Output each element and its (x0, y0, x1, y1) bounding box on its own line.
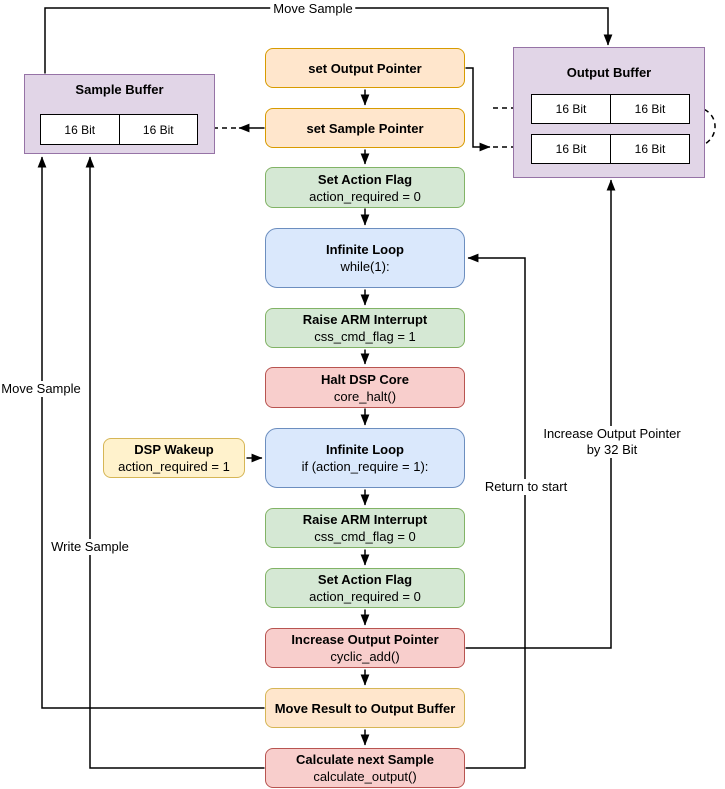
label-increase-pointer-line2: by 32 Bit (586, 442, 638, 457)
node-move-result: Move Result to Output Buffer (265, 688, 465, 728)
node-subtitle: cyclic_add() (330, 649, 400, 664)
sample-buffer-cell-2: 16 Bit (118, 115, 198, 144)
node-set-sample-pointer: set Sample Pointer (265, 108, 465, 148)
node-set-output-pointer: set Output Pointer (265, 48, 465, 88)
node-subtitle: css_cmd_flag = 0 (314, 529, 416, 544)
output-buffer-title: Output Buffer (566, 65, 652, 80)
connector-output-pointer-elbow (465, 67, 491, 152)
node-infinite-loop-while: Infinite Loop while(1): (265, 228, 465, 288)
node-raise-arm-interrupt-2: Raise ARM Interrupt css_cmd_flag = 0 (265, 508, 465, 548)
node-title: Set Action Flag (317, 171, 413, 187)
connector-move-sample-left (37, 156, 265, 709)
output-buffer-cell-1-1: 16 Bit (555, 102, 587, 116)
node-title: Infinite Loop (326, 242, 404, 257)
node-subtitle: while(1): (340, 259, 390, 274)
node-title: Halt DSP Core (321, 371, 409, 387)
label-increase-pointer-line1: Increase Output Pointer (543, 426, 681, 441)
node-title: Set Action Flag (317, 572, 413, 587)
node-subtitle: css_cmd_flag = 1 (314, 329, 416, 344)
node-subtitle: if (action_require = 1): (301, 459, 429, 474)
node-title: Increase Output Pointer (291, 632, 439, 647)
node-subtitle: action_required = 0 (309, 589, 421, 604)
node-title: Infinite Loop (326, 442, 404, 457)
label-return-to-start: Return to start (481, 479, 571, 495)
connector-increase-pointer (465, 179, 616, 649)
node-dsp-wakeup: DSP Wakeup action_required = 1 (103, 438, 245, 478)
node-set-action-flag-2: Set Action Flag action_required = 0 (265, 568, 465, 608)
node-title: set Sample Pointer (306, 120, 424, 136)
node-title: set Output Pointer (308, 60, 422, 76)
node-calculate-next-sample: Calculate next Sample calculate_output() (265, 748, 465, 788)
connector-return-to-start (465, 253, 526, 769)
node-title: Raise ARM Interrupt (302, 512, 428, 527)
label-move-sample-top: Move Sample (270, 1, 356, 17)
output-buffer: Output Buffer 16 Bit 16 Bit 16 Bit 16 Bi… (513, 47, 705, 178)
sample-buffer-cells: 16 Bit 16 Bit (40, 114, 198, 145)
connector-write-sample (85, 156, 265, 769)
node-subtitle: core_halt() (333, 388, 397, 404)
output-buffer-cell-2-1: 16 Bit (555, 142, 587, 156)
node-subtitle: action_required = 1 (118, 459, 230, 474)
label-increase-pointer: Increase Output Pointer by 32 Bit (540, 426, 684, 458)
node-raise-arm-interrupt-1: Raise ARM Interrupt css_cmd_flag = 1 (265, 308, 465, 348)
sample-buffer: Sample Buffer 16 Bit 16 Bit (24, 74, 215, 154)
node-halt-dsp-core: Halt DSP Core core_halt() (265, 367, 465, 408)
node-subtitle: action_required = 0 (309, 188, 421, 204)
node-title: Calculate next Sample (296, 752, 434, 767)
node-increase-output-pointer: Increase Output Pointer cyclic_add() (265, 628, 465, 668)
node-title: DSP Wakeup (134, 442, 214, 457)
output-buffer-cell-1-2: 16 Bit (610, 95, 689, 123)
node-subtitle: calculate_output() (313, 769, 417, 784)
output-buffer-row-1: 16 Bit 16 Bit (531, 94, 690, 124)
node-infinite-loop-if: Infinite Loop if (action_require = 1): (265, 428, 465, 488)
label-move-sample-left: Move Sample (0, 381, 84, 397)
label-write-sample: Write Sample (48, 539, 132, 555)
output-buffer-row-2: 16 Bit 16 Bit (531, 134, 690, 164)
node-title: Move Result to Output Buffer (274, 700, 456, 716)
node-title: Raise ARM Interrupt (302, 312, 428, 327)
node-set-action-flag-1: Set Action Flag action_required = 0 (265, 167, 465, 208)
sample-buffer-cell-1: 16 Bit (64, 122, 96, 137)
output-buffer-cell-2-2: 16 Bit (610, 135, 689, 163)
sample-buffer-title: Sample Buffer (75, 82, 164, 97)
